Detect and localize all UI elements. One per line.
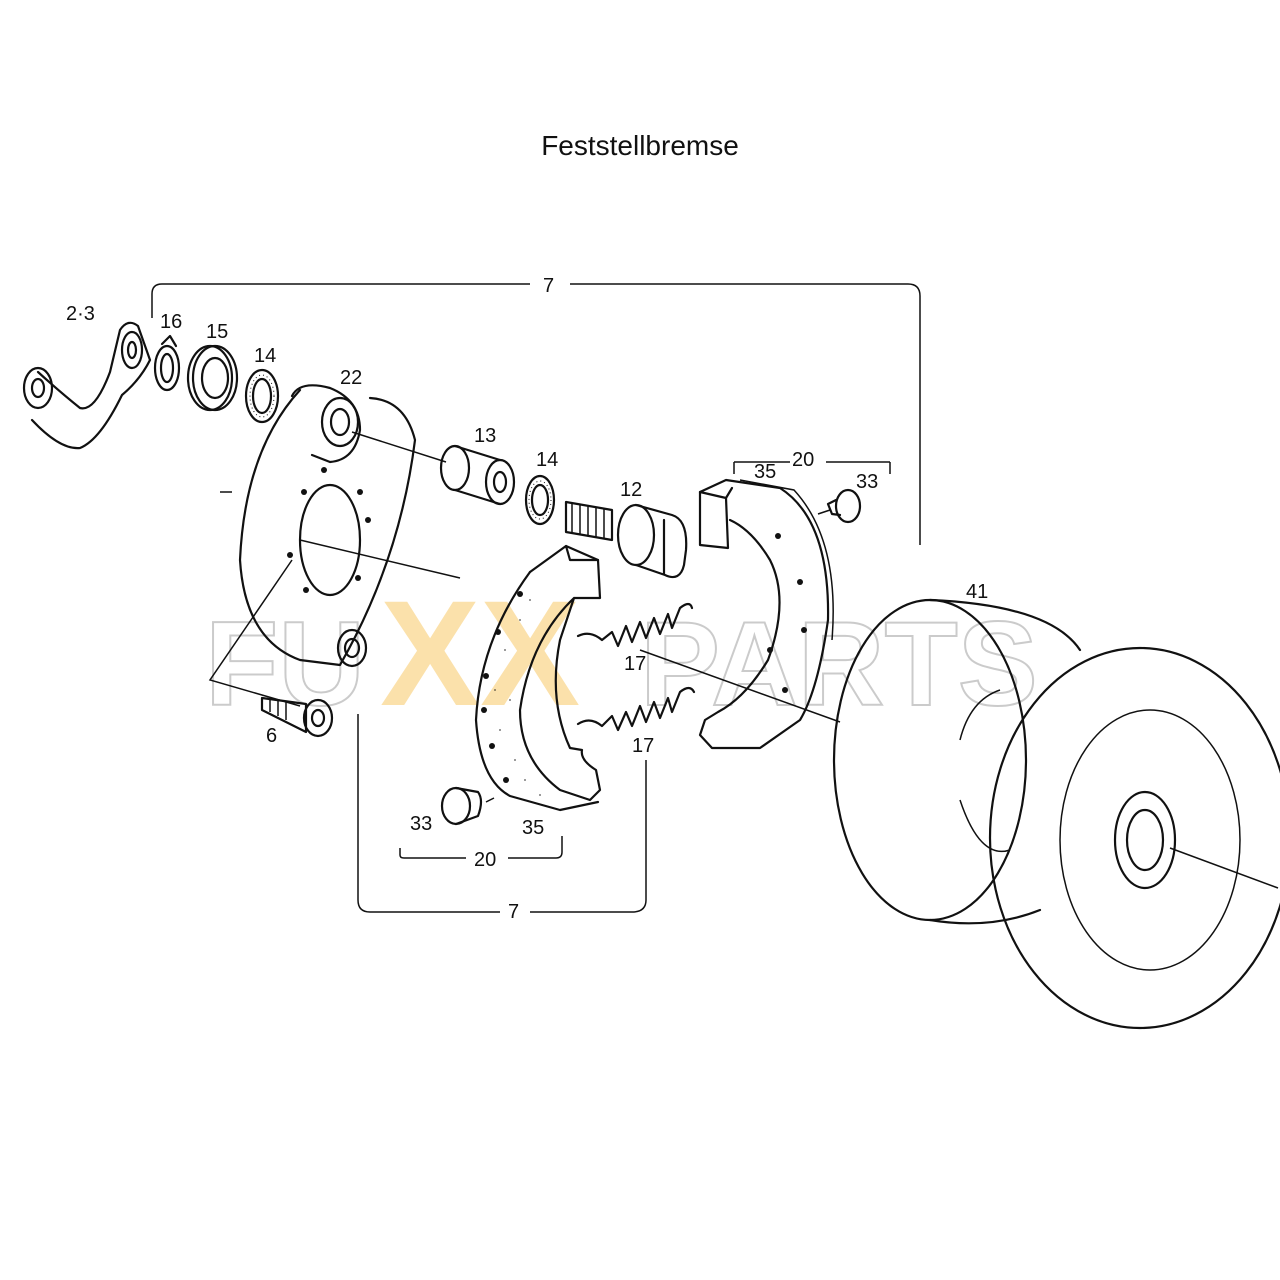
part-brake-shoe-bottom bbox=[474, 544, 602, 812]
part-plug-top bbox=[826, 488, 862, 524]
label-20-top: 20 bbox=[792, 449, 814, 471]
assembly-axis-lines bbox=[208, 431, 1279, 889]
label-2-3: 2·3 bbox=[66, 303, 95, 325]
label-13: 13 bbox=[474, 425, 496, 447]
part-bushing-ring-a bbox=[244, 368, 280, 424]
label-17a: 17 bbox=[624, 653, 646, 675]
page-title: Feststellbremse bbox=[541, 130, 739, 161]
label-14b: 14 bbox=[536, 449, 558, 471]
label-33-bottom: 33 bbox=[410, 813, 432, 835]
part-brake-drum bbox=[832, 598, 1280, 1030]
label-17b: 17 bbox=[632, 735, 654, 757]
part-number-labels: 2·3 16 15 14 22 13 14 12 20 35 33 7 41 1… bbox=[66, 275, 988, 923]
part-return-spring-a bbox=[576, 602, 694, 648]
label-35-bottom: 35 bbox=[522, 817, 544, 839]
label-15: 15 bbox=[206, 321, 228, 343]
part-cam-shaft bbox=[564, 500, 688, 579]
part-roller bbox=[439, 444, 516, 506]
assembly-bracket-20-bottom bbox=[399, 836, 563, 859]
part-anchor-plate bbox=[220, 384, 417, 668]
label-7-bottom: 7 bbox=[508, 901, 519, 923]
watermark-middle: XX bbox=[380, 569, 580, 737]
part-return-spring-b bbox=[576, 686, 696, 732]
part-brake-shoe-top bbox=[698, 461, 891, 750]
label-12: 12 bbox=[620, 479, 642, 501]
label-14a: 14 bbox=[254, 345, 276, 367]
part-plug-bottom bbox=[440, 786, 483, 826]
label-16: 16 bbox=[160, 311, 182, 333]
part-screw bbox=[260, 696, 334, 738]
label-22: 22 bbox=[340, 367, 362, 389]
label-33-top: 33 bbox=[856, 471, 878, 493]
label-20-bottom: 20 bbox=[474, 849, 496, 871]
assembly-bracket-7-bottom bbox=[357, 714, 647, 913]
label-41: 41 bbox=[966, 581, 988, 603]
label-6: 6 bbox=[266, 725, 277, 747]
part-lever-arm bbox=[22, 321, 152, 450]
part-bushing-ring-b bbox=[524, 474, 556, 526]
part-circlip bbox=[153, 334, 181, 392]
assembly-bracket-7-top bbox=[151, 283, 921, 545]
label-35-top: 35 bbox=[754, 461, 776, 483]
part-seal-ring bbox=[186, 344, 239, 412]
label-7-top: 7 bbox=[543, 275, 554, 297]
